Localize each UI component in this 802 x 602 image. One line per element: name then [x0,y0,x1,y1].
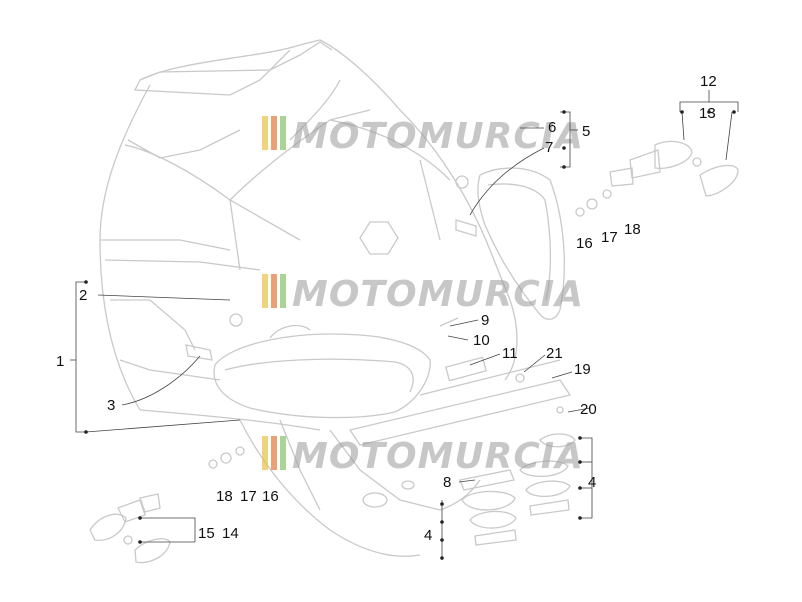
callout-4-lower: 4 [424,527,432,544]
callout-9: 9 [481,312,489,329]
watermark-text: MOTOMURCIA [292,116,584,157]
leader-dots [84,110,736,560]
callout-7: 7 [545,139,553,156]
leader-lines [70,90,739,560]
rear-light-lens [445,167,565,382]
callout-21: 21 [546,345,563,362]
callout-15: 15 [198,525,215,542]
callout-19: 19 [574,361,591,378]
watermark-middle: MOTOMURCIA [262,274,584,315]
callout-2: 2 [79,287,87,304]
callout-11: 11 [502,345,518,362]
callouts: 1 2 3 4 4 5 6 7 8 9 10 11 12 13 14 15 16… [56,73,717,544]
plate-holders [439,317,576,546]
callout-16-right: 16 [576,235,593,252]
callout-5: 5 [582,123,590,140]
callout-18-left: 18 [216,488,233,505]
callout-17-right: 17 [601,229,618,246]
watermark-top: MOTOMURCIA [262,116,584,157]
watermark-text: MOTOMURCIA [292,274,584,315]
callout-18-right: 18 [624,221,641,238]
callout-12: 12 [700,73,717,90]
callout-3: 3 [107,397,115,414]
callout-1: 1 [56,353,64,370]
callout-10: 10 [473,332,490,349]
callout-13: 13 [699,105,716,122]
watermark-bottom: MOTOMURCIA [262,436,584,477]
callout-4-upper: 4 [588,474,596,491]
callout-14: 14 [222,525,239,542]
front-light-lens [185,313,431,419]
callout-8: 8 [443,474,451,491]
right-turn-signal [575,140,739,217]
callout-17-left: 17 [240,488,257,505]
watermark-text: MOTOMURCIA [292,436,584,477]
callout-20: 20 [580,401,597,418]
callout-16-left: 16 [262,488,279,505]
callout-6: 6 [548,119,556,136]
body-panel [99,39,572,557]
